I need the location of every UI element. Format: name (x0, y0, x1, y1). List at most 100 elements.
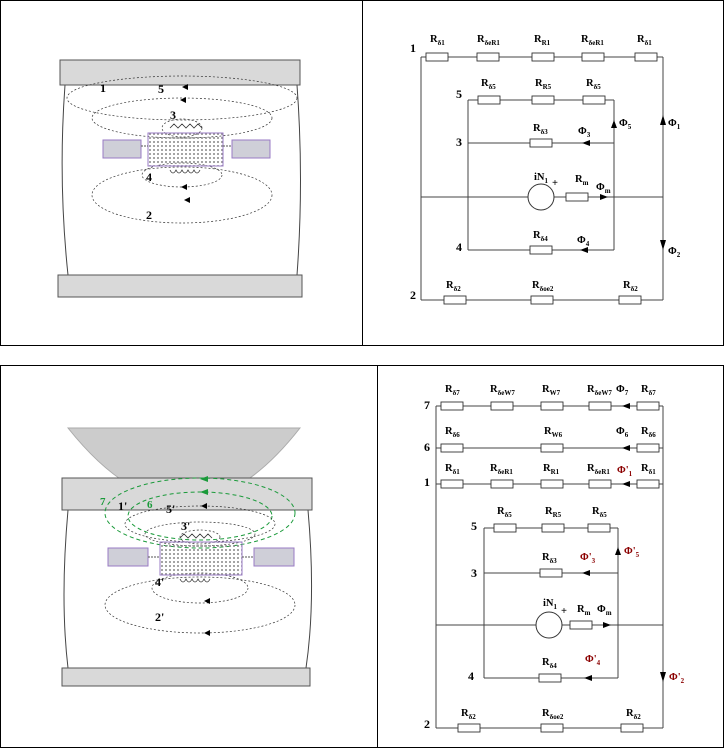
r-label: Rδ7 (445, 384, 460, 397)
right-side-block (253, 547, 295, 567)
plus-sign: + (561, 606, 567, 617)
r-label: RδeR1 (477, 34, 500, 47)
arrow-tip (582, 140, 590, 146)
arrow-tip (200, 489, 208, 495)
r-label: RR5 (545, 506, 562, 519)
resistor (476, 52, 500, 62)
flux-label: Φ7 (616, 384, 629, 397)
flux-loop-3 (161, 118, 203, 138)
resistor (588, 479, 612, 489)
r-label: Rδ4 (533, 230, 548, 243)
flux-label: Φ6 (616, 426, 629, 439)
resistor (443, 295, 467, 305)
resistor (529, 245, 553, 255)
resistor (530, 295, 554, 305)
resistor (582, 95, 606, 105)
node-label-4: 4 (456, 240, 462, 254)
arrow-tip (580, 247, 588, 253)
top-circuit: Rδ1 RδeR1 RR1 RδeR1 Rδ1 1 Rδ5 RR5 Rδ5 5 … (410, 34, 681, 305)
resistor (457, 723, 481, 733)
resistor (540, 723, 564, 733)
bottom-circuit: Rδ7 RδeW7 RW7 RδeW7 Rδ7 Φ7 7 Rδ6 RW6 Rδ6… (424, 384, 685, 733)
resistor (425, 52, 449, 62)
arrow-tip (611, 120, 617, 128)
resistor (636, 401, 660, 411)
left-side-block (107, 547, 149, 567)
schematic-label-5: 5 (158, 82, 164, 96)
arrow-tip (184, 197, 190, 203)
bottom-schematic: 7 6 1' 5' 3' 4' 2' (61, 427, 313, 687)
flux-label: Φ'1 (617, 465, 633, 478)
upper-plate (59, 59, 301, 86)
node-label-1: 1 (424, 475, 430, 489)
flux-label: Φm (596, 182, 611, 195)
r-label: RR5 (535, 78, 552, 91)
r-label: Rδ5 (481, 78, 496, 91)
current-source (527, 183, 555, 211)
resistor (587, 523, 611, 533)
schematic-label-3: 3 (170, 108, 176, 122)
flux-loop-1 (66, 75, 298, 121)
flux-label: Φ'4 (585, 654, 601, 667)
left-boundary (63, 509, 69, 669)
node-label-2: 2 (424, 717, 430, 731)
r-label: Rδ3 (533, 123, 548, 136)
flux-loop-5p (144, 521, 256, 547)
arrow-tip (600, 194, 608, 200)
r-label: Rδ5 (497, 506, 512, 519)
r-label: Rδ2 (461, 708, 476, 721)
r-label: Rδ2 (626, 708, 641, 721)
r-label: Rδ6 (641, 426, 656, 439)
arrow-tip (615, 547, 621, 555)
coil-bottom (169, 169, 201, 174)
schematic-label-4p: 4' (155, 575, 164, 589)
resistor (540, 479, 564, 489)
r-label: Rδ5 (592, 506, 607, 519)
resistor (529, 138, 553, 148)
node-label-3: 3 (471, 566, 477, 580)
node-label-2: 2 (410, 288, 416, 302)
flux-label: Φ5 (619, 118, 632, 131)
right-boundary (296, 84, 301, 276)
schematic-label-3p: 3' (181, 519, 190, 533)
r-label: Rδ1 (445, 463, 460, 476)
resistor (440, 443, 464, 453)
r-label: RW6 (544, 426, 563, 439)
flux-label: Φ3 (578, 126, 591, 139)
coil-bottom (179, 578, 211, 583)
r-label: Rδ3 (542, 552, 557, 565)
plus-sign: + (552, 178, 558, 189)
r-label: RδeR1 (490, 463, 513, 476)
flux-loop-4 (141, 162, 223, 188)
magnet-core (159, 541, 243, 576)
schematic-label-1: 1 (100, 81, 106, 95)
flux-label: Φ4 (577, 235, 590, 248)
resistor-rm (569, 620, 593, 630)
r-label: Rm (575, 174, 589, 187)
resistor (541, 523, 565, 533)
r-label: RR1 (534, 34, 551, 47)
schematic-label-4: 4 (146, 170, 152, 184)
left-boundary (61, 84, 69, 276)
schematic-label-7: 7 (100, 496, 106, 508)
flux-label: Φ'5 (624, 546, 640, 559)
resistor (540, 443, 564, 453)
node-label-4: 4 (468, 669, 474, 683)
flux-label: Φ1 (668, 118, 681, 131)
r-label: Rm (577, 604, 591, 617)
coil-top (179, 533, 213, 539)
schematic-label-6: 6 (147, 499, 153, 511)
flux-loop-3p (179, 529, 221, 545)
resistor (620, 723, 644, 733)
r-label: Rδoe2 (542, 708, 564, 721)
arrow-tip (622, 403, 630, 409)
arrow-tip (584, 675, 592, 681)
arrow-tip (204, 630, 210, 636)
node-label-5: 5 (471, 519, 477, 533)
r-label: Rδ4 (542, 657, 557, 670)
resistor (618, 295, 642, 305)
left-side-block (102, 139, 142, 159)
r-label: Rδ5 (586, 78, 601, 91)
resistor (477, 95, 501, 105)
